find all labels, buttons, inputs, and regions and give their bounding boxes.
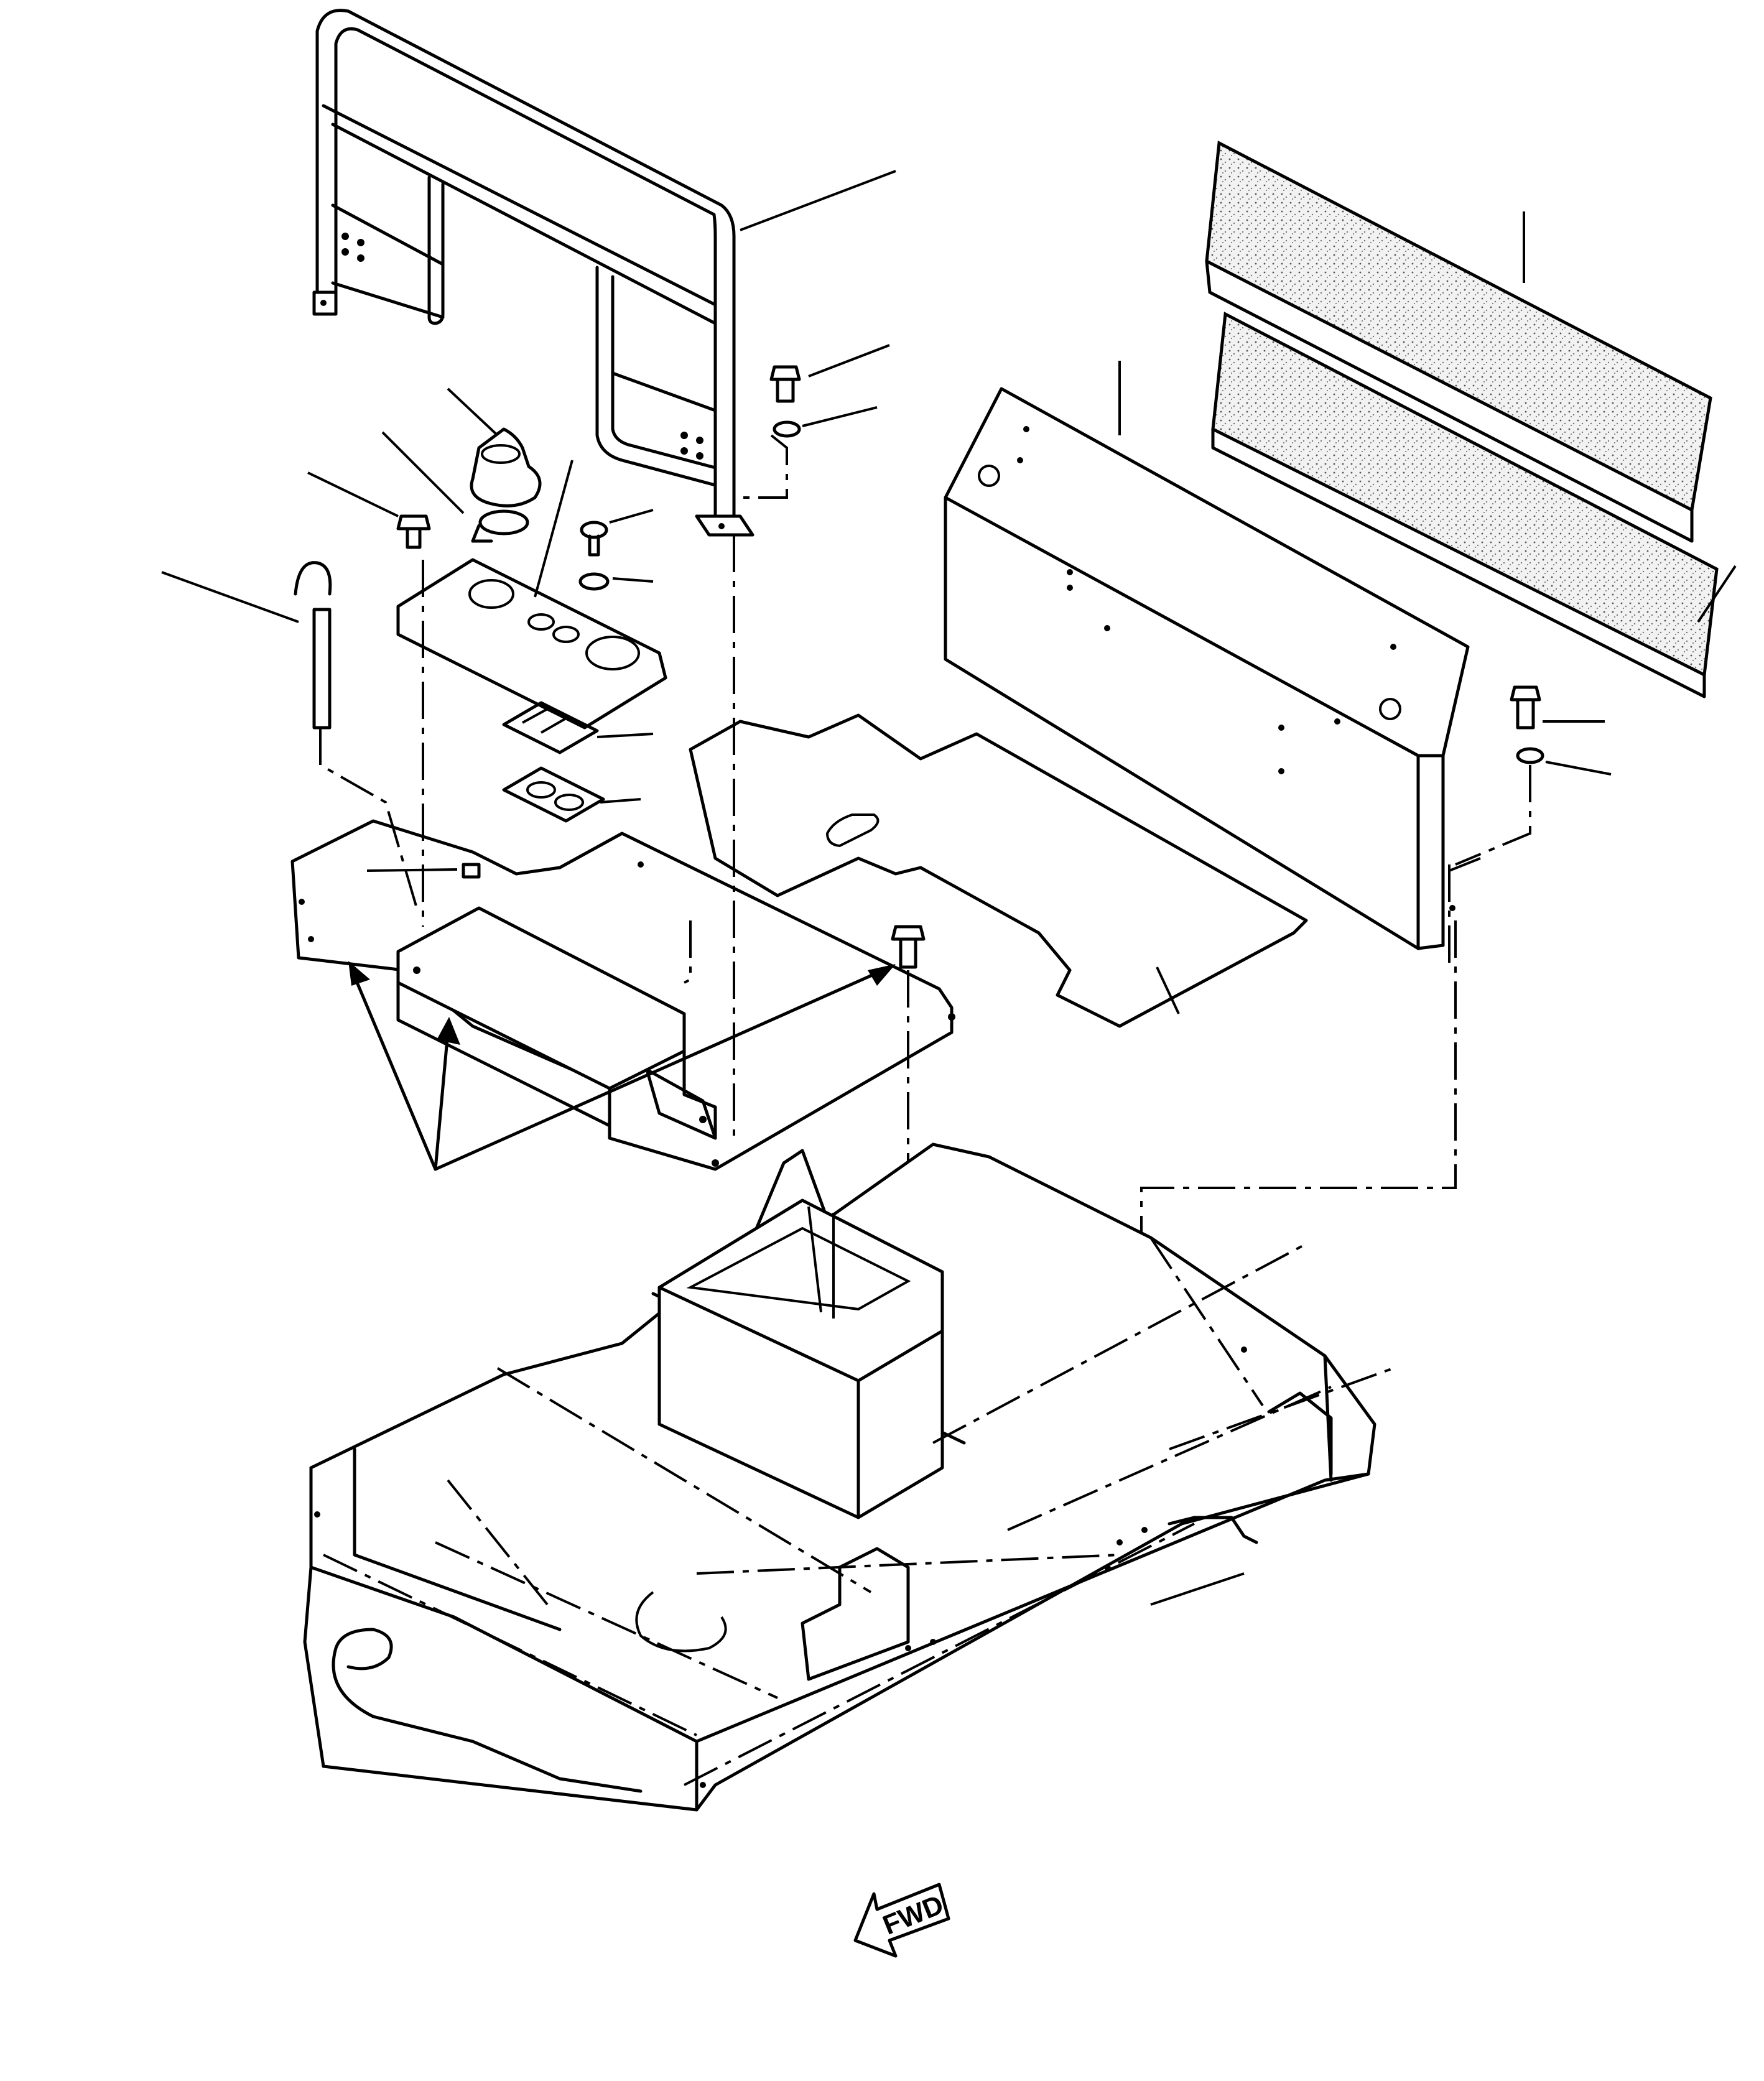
foam-panel-lower (1211, 312, 1719, 698)
bolt-left (396, 514, 431, 549)
lock-pin (294, 561, 332, 730)
bolt-right (1510, 685, 1541, 730)
rear-cover (944, 387, 1470, 950)
rubber-boot (470, 427, 542, 508)
leader-lines (161, 170, 1737, 1014)
washer-center (578, 572, 610, 591)
washer-top (773, 420, 801, 438)
nut-small (462, 863, 481, 879)
assembly-arrows (348, 961, 896, 1171)
bolt-top (769, 365, 801, 403)
washer-right (1516, 747, 1544, 764)
floor-mat (689, 713, 1308, 1028)
bolt-mount (891, 925, 926, 969)
gasket-lower (502, 766, 605, 823)
seat-stand (290, 819, 955, 1171)
hose-clamp (471, 509, 529, 543)
foam-panel-upper (1205, 141, 1712, 543)
control-plate (396, 558, 667, 730)
main-frame (303, 1142, 1394, 1812)
gasket-upper (502, 701, 599, 754)
rops-frame (312, 9, 754, 537)
fwd-arrow-icon: FWD (853, 1883, 950, 1958)
screw-center (580, 521, 608, 557)
